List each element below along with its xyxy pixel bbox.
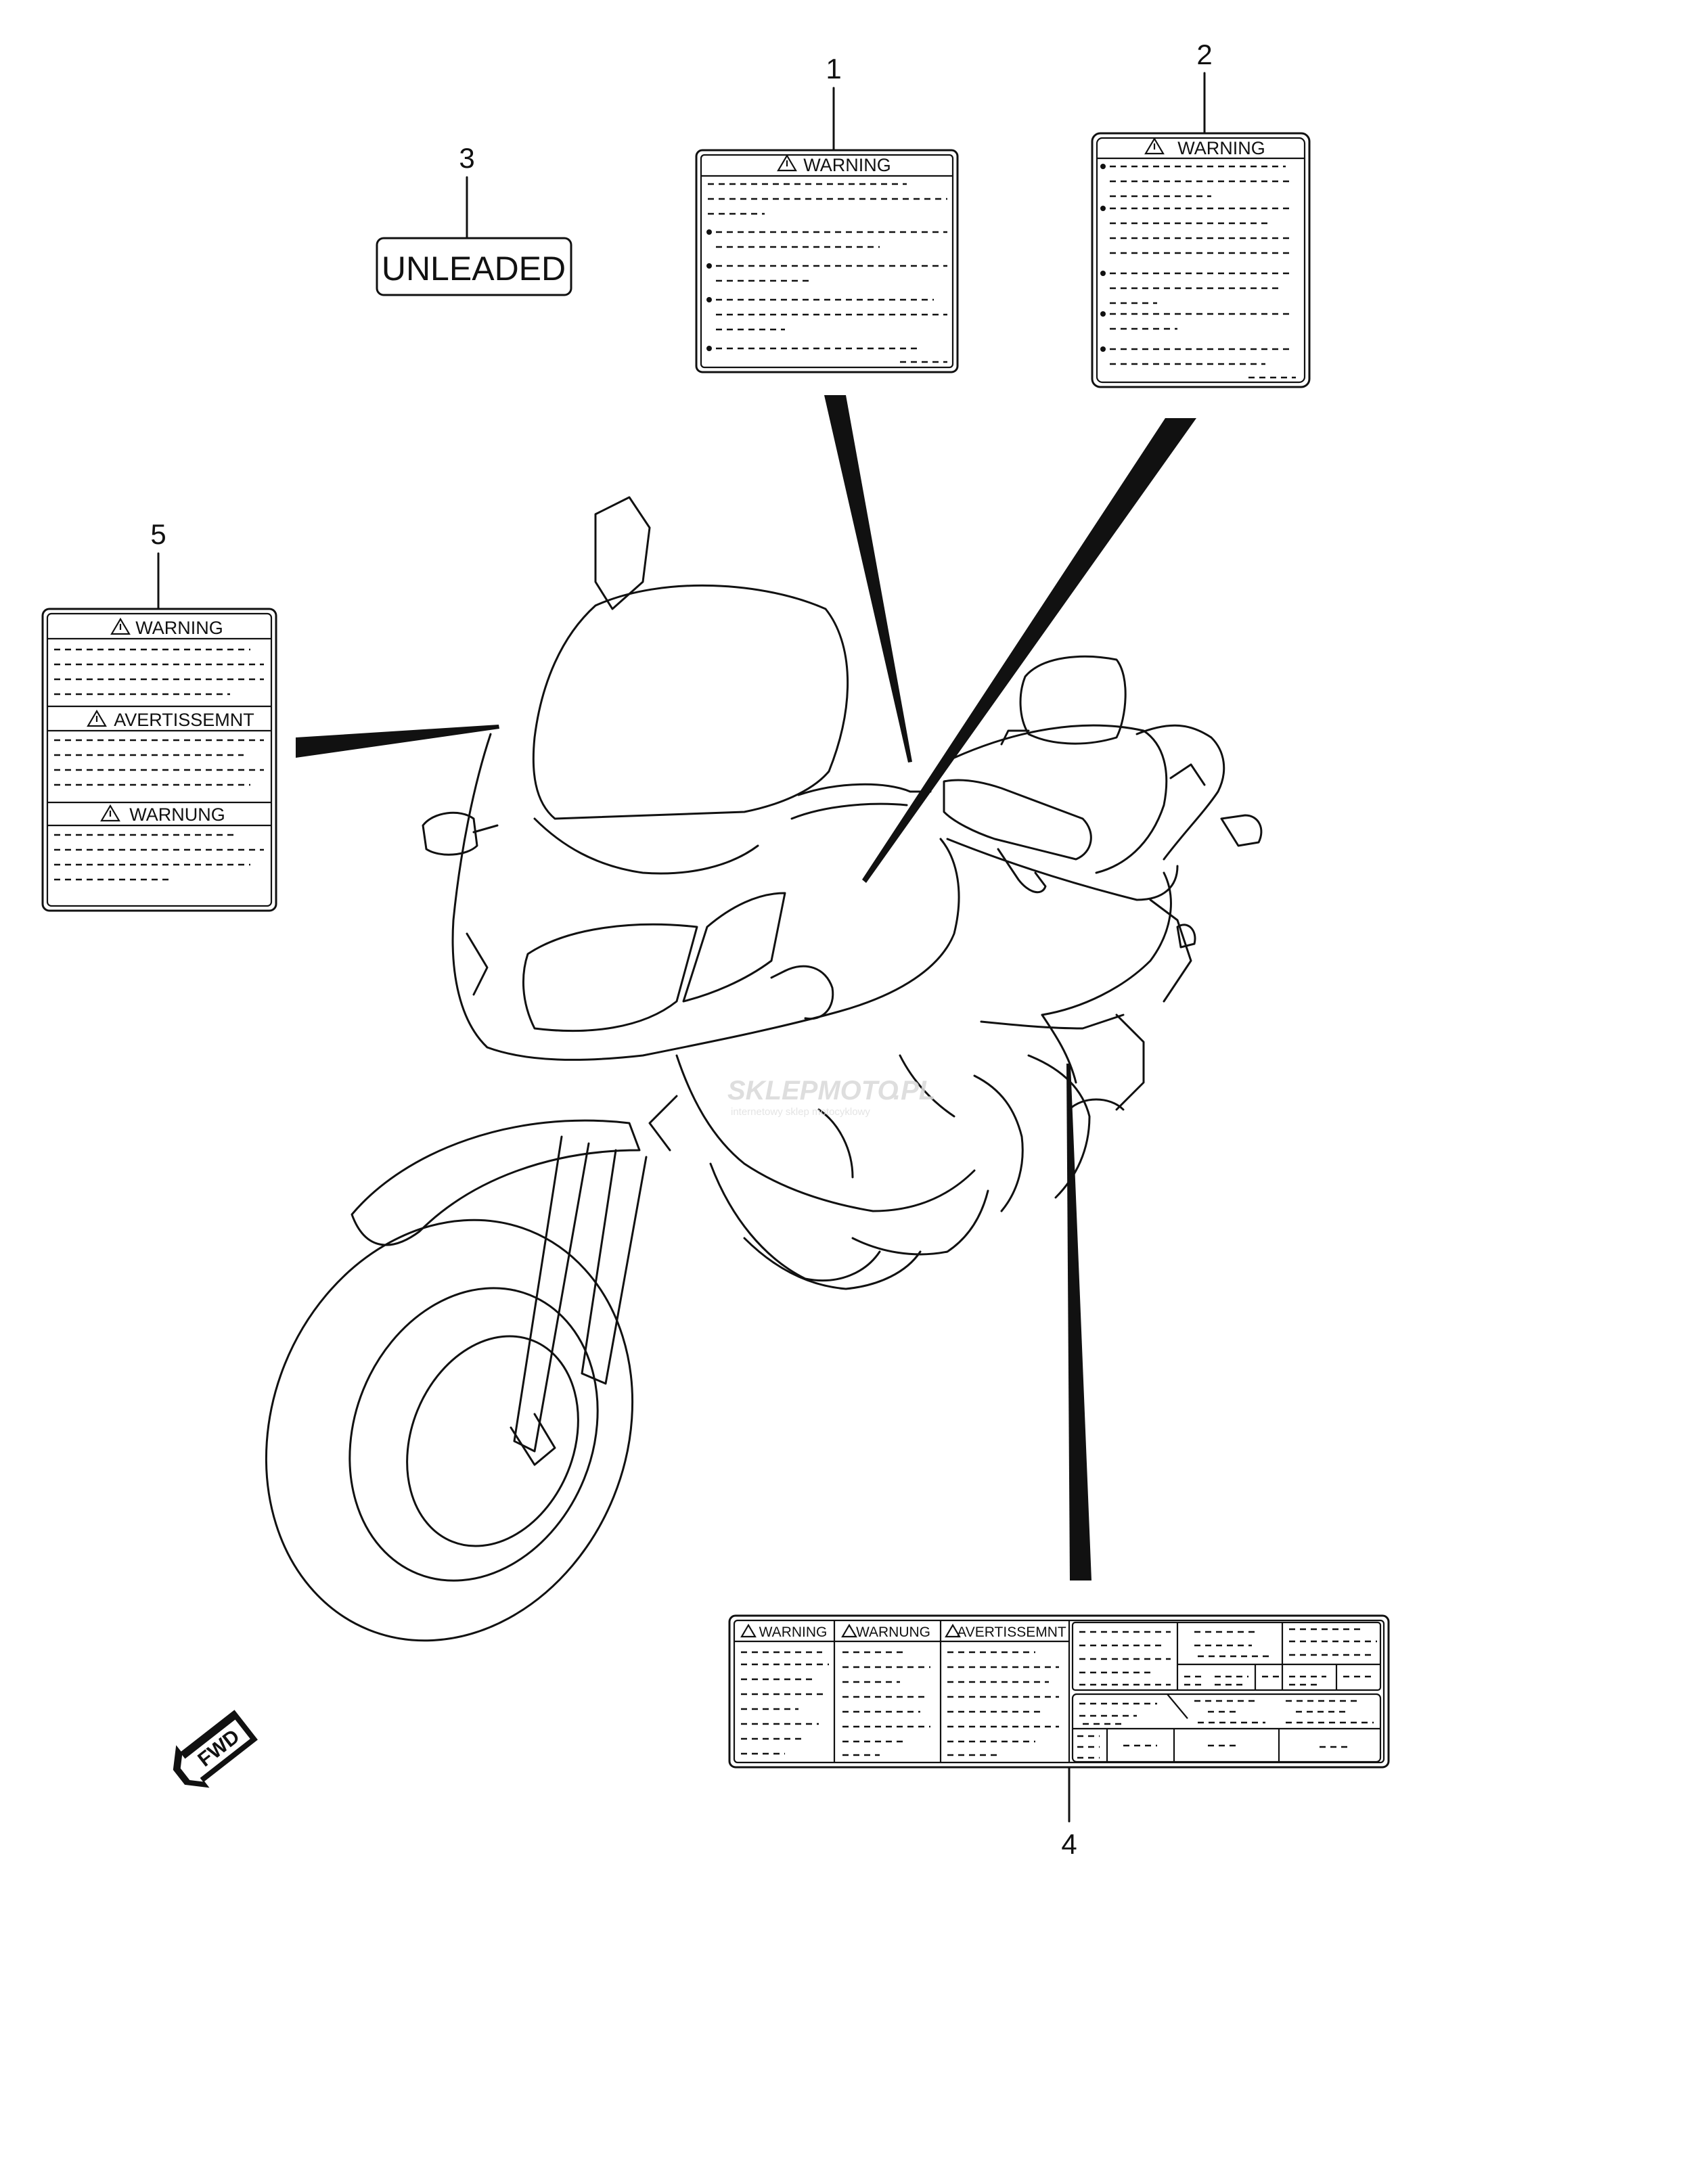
warning-triangle-icon [100, 804, 120, 822]
warning-triangle-icon [841, 1623, 857, 1638]
warning-triangle-icon [87, 709, 107, 727]
warning-heading: WARNING [135, 618, 223, 638]
warning-triangle-icon [777, 154, 797, 172]
label-5-trilingual[interactable]: 5 WARNING AVERTISSEMNT [41, 518, 277, 912]
warning-triangle-icon [110, 617, 131, 635]
callout-number-1: 1 [826, 53, 841, 85]
unleaded-text: UNLEADED [382, 250, 566, 288]
callout-number-3: 3 [459, 142, 474, 174]
callout-number-2: 2 [1196, 39, 1212, 70]
pointer-wedges [296, 395, 1196, 1580]
watermark-tagline: internetowy sklep motocyklowy [731, 1106, 870, 1118]
fwd-direction-icon: FWD [173, 1710, 258, 1788]
warning-triangle-icon [740, 1623, 757, 1638]
warning-heading: WARNING [1177, 138, 1265, 158]
callout-number-4: 4 [1061, 1828, 1077, 1860]
warnung-heading: WARNUNG [856, 1624, 930, 1640]
motorcycle-drawing [265, 496, 1263, 1642]
warning-triangle-icon [1144, 137, 1165, 155]
avertissement-heading: AVERTISSEMNT [957, 1624, 1066, 1640]
warning-triangle-icon [945, 1623, 961, 1638]
warnung-heading: WARNUNG [129, 804, 225, 825]
label-3-unleaded[interactable]: 3 UNLEADED [376, 142, 572, 296]
avertissement-heading: AVERTISSEMNT [114, 710, 254, 730]
callout-number-5: 5 [150, 518, 166, 550]
watermark: SKLEPMOTO .PL internetowy sklep motocykl… [727, 1076, 935, 1118]
watermark-suffix: .PL [893, 1076, 935, 1106]
warning-heading: WARNING [759, 1624, 828, 1640]
label-2-warning[interactable]: 2 WARNING [1091, 39, 1311, 388]
label-1-warning[interactable]: 1 WARNING [695, 53, 959, 373]
watermark-brand: SKLEPMOTO [727, 1076, 899, 1106]
warning-heading: WARNING [803, 155, 891, 175]
label-4-info-panel[interactable]: WARNING WARNUNG AVERTISSEMNT [728, 1614, 1390, 1860]
